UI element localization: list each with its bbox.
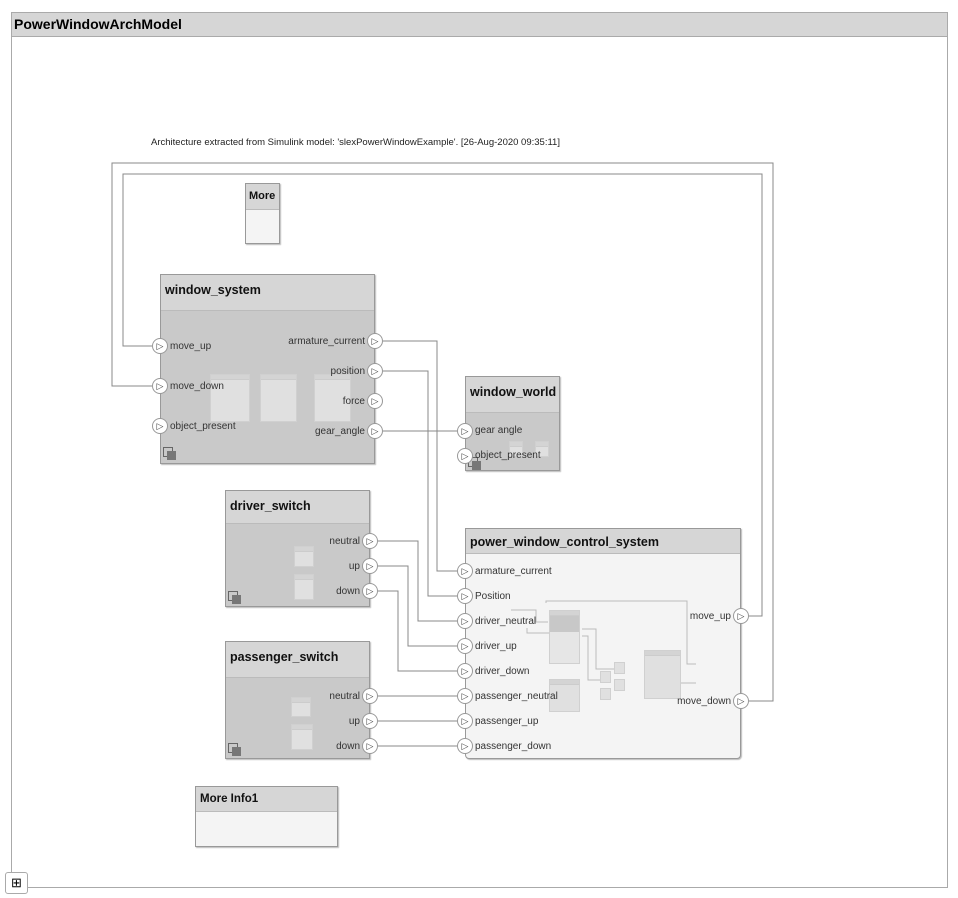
reference-icon <box>228 743 241 756</box>
mini-block <box>644 650 681 699</box>
port-label: object_present <box>170 421 236 432</box>
port-label: armature_current <box>475 566 552 577</box>
window-system-block[interactable]: window_system move_up move_down object_p… <box>160 274 375 464</box>
port-label: Position <box>475 591 511 602</box>
port-label: up <box>348 716 360 727</box>
pwcs-title: power_window_control_system <box>466 529 740 554</box>
port-label: passenger_down <box>475 741 552 752</box>
port-triangle-icon[interactable]: ▷ <box>457 563 473 579</box>
port-label: move_down <box>170 381 224 392</box>
mini-block <box>291 697 311 717</box>
port-label: move_down <box>677 696 731 707</box>
port-triangle-icon[interactable]: ▷ <box>457 738 473 754</box>
more-info-block[interactable]: More Info1 <box>195 786 338 847</box>
hierarchy-icon[interactable]: ⊞ <box>5 872 28 894</box>
port-label: driver_down <box>475 666 530 677</box>
port-triangle-icon[interactable]: ▷ <box>362 533 378 549</box>
passenger-switch-block[interactable]: passenger_switch neutral up down <box>225 641 370 759</box>
mini-block <box>291 724 313 750</box>
port-triangle-icon[interactable]: ▷ <box>733 608 749 624</box>
port-label: passenger_up <box>475 716 539 727</box>
port-triangle-icon[interactable]: ▷ <box>457 448 473 464</box>
more-title: More <box>246 184 279 210</box>
port-label: move_up <box>689 611 731 622</box>
port-label: passenger_neutral <box>475 691 558 702</box>
wire-driver-up <box>378 565 457 647</box>
wire-move-down <box>111 162 774 702</box>
mini-block <box>549 610 580 664</box>
reference-icon <box>163 447 176 460</box>
port-triangle-icon[interactable]: ▷ <box>367 423 383 439</box>
port-label: force <box>342 396 365 407</box>
mini-block <box>535 441 549 457</box>
wire-driver-neutral <box>378 540 457 622</box>
mini-block <box>614 662 625 674</box>
port-triangle-icon[interactable]: ▷ <box>362 688 378 704</box>
port-label: neutral <box>329 691 360 702</box>
port-label: gear angle <box>475 425 523 436</box>
model-canvas[interactable]: PowerWindowArchModel <box>11 12 948 888</box>
mini-block <box>314 374 351 422</box>
mini-block <box>260 374 297 422</box>
mini-block <box>614 679 625 691</box>
wire-driver-down <box>378 590 457 672</box>
port-triangle-icon[interactable]: ▷ <box>152 378 168 394</box>
window-world-block[interactable]: window_world gear angle object_present <box>465 376 560 471</box>
mini-block <box>600 671 611 683</box>
port-triangle-icon[interactable]: ▷ <box>152 418 168 434</box>
mini-block <box>294 546 314 567</box>
port-triangle-icon[interactable]: ▷ <box>457 638 473 654</box>
port-triangle-icon[interactable]: ▷ <box>362 583 378 599</box>
port-triangle-icon[interactable]: ▷ <box>152 338 168 354</box>
mini-block <box>210 374 250 422</box>
port-label: driver_neutral <box>475 616 537 627</box>
port-label: down <box>336 741 360 752</box>
model-title: PowerWindowArchModel <box>12 13 947 37</box>
port-triangle-icon[interactable]: ▷ <box>367 393 383 409</box>
port-triangle-icon[interactable]: ▷ <box>367 363 383 379</box>
wire-move-up <box>122 173 763 617</box>
port-triangle-icon[interactable]: ▷ <box>457 663 473 679</box>
annotation-caption: Architecture extracted from Simulink mod… <box>151 137 560 148</box>
port-triangle-icon[interactable]: ▷ <box>733 693 749 709</box>
driver-switch-block[interactable]: driver_switch neutral up down <box>225 490 370 607</box>
port-label: neutral <box>329 536 360 547</box>
port-triangle-icon[interactable]: ▷ <box>457 423 473 439</box>
port-label: armature_current <box>288 336 365 347</box>
port-triangle-icon[interactable]: ▷ <box>362 558 378 574</box>
more-info-title: More Info1 <box>196 787 337 812</box>
port-label: position <box>330 366 365 377</box>
port-triangle-icon[interactable]: ▷ <box>457 688 473 704</box>
port-label: driver_up <box>475 641 517 652</box>
port-label: gear_angle <box>314 426 365 437</box>
port-triangle-icon[interactable]: ▷ <box>457 713 473 729</box>
port-label: down <box>336 586 360 597</box>
port-label: object_present <box>475 450 541 461</box>
wire-position <box>383 370 457 597</box>
passenger-switch-title: passenger_switch <box>226 642 369 678</box>
wire-armature-current <box>383 340 457 572</box>
port-triangle-icon[interactable]: ▷ <box>362 713 378 729</box>
port-triangle-icon[interactable]: ▷ <box>367 333 383 349</box>
port-triangle-icon[interactable]: ▷ <box>362 738 378 754</box>
mini-block <box>509 441 523 457</box>
window-world-title: window_world <box>466 377 559 413</box>
port-triangle-icon[interactable]: ▷ <box>457 588 473 604</box>
more-block[interactable]: More <box>245 183 280 244</box>
port-label: move_up <box>170 341 212 352</box>
window-system-title: window_system <box>161 275 374 311</box>
mini-block <box>600 688 611 700</box>
mini-block <box>549 679 580 712</box>
reference-icon <box>228 591 241 604</box>
power-window-control-system-block[interactable]: power_window_control_system armature_cur… <box>465 528 741 759</box>
port-label: up <box>348 561 360 572</box>
mini-block <box>294 574 314 600</box>
driver-switch-title: driver_switch <box>226 491 369 524</box>
port-triangle-icon[interactable]: ▷ <box>457 613 473 629</box>
